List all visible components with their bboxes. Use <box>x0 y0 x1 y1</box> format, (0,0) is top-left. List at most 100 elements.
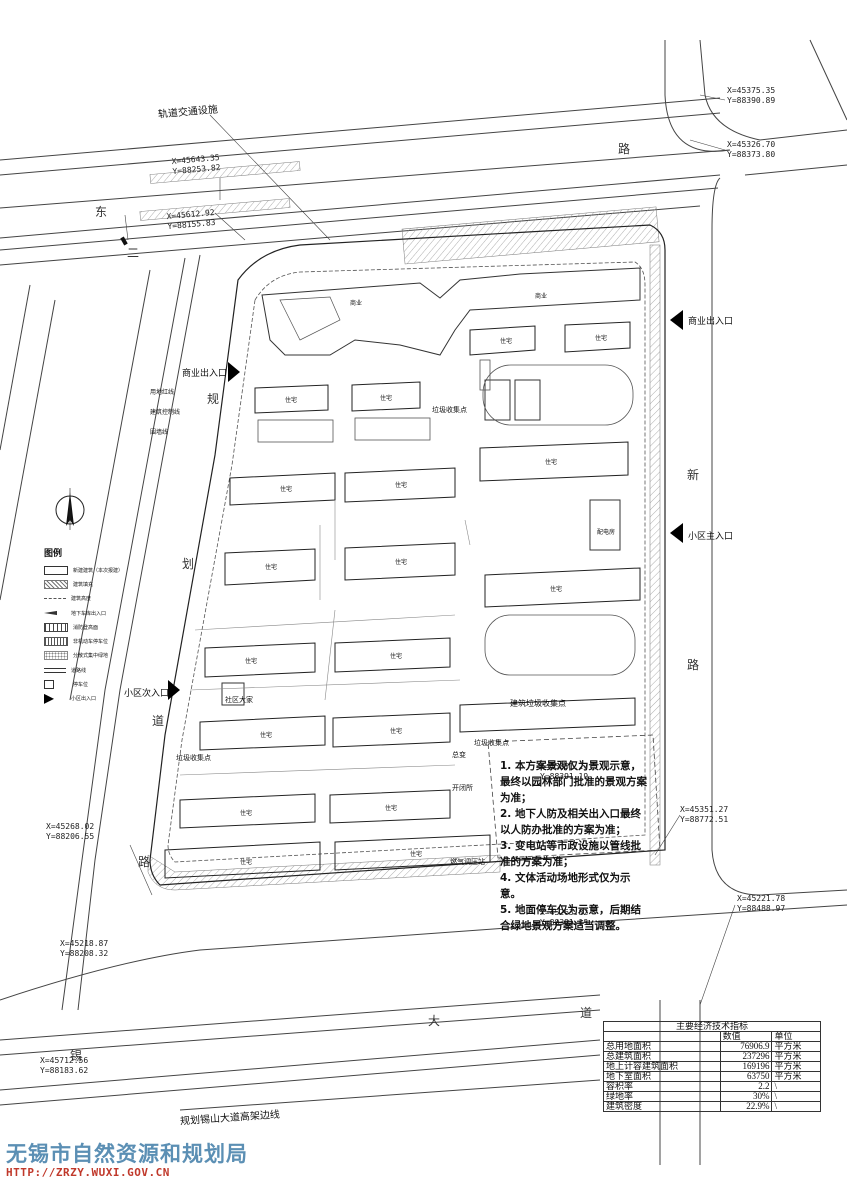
internal-road <box>167 261 646 863</box>
east-perimeter-hatch <box>649 244 661 866</box>
commercial-label: 商业 <box>350 300 363 307</box>
building-label: 住宅 <box>385 805 398 812</box>
building-label: 住宅 <box>280 486 293 493</box>
road-name-north-char: 路 <box>618 142 631 156</box>
residential-buildings <box>164 321 641 879</box>
table-header: 数值 <box>719 1031 773 1042</box>
commercial-entrance-label: 商业出入口 <box>688 317 734 327</box>
building-label: 住宅 <box>395 482 408 489</box>
outline-swatch-icon <box>44 565 68 575</box>
line-swatch-icon <box>44 598 66 600</box>
legend-item: 消防登高面 <box>44 620 130 634</box>
note-item: 5. 地面停车仅为示意，后期结合绿地景观方案适当调整。 <box>500 904 641 932</box>
building-label: 住宅 <box>545 459 558 466</box>
road-name-west-char: 规 <box>207 392 220 406</box>
dots-swatch-icon <box>44 651 68 661</box>
legend-item: 建筑填充 <box>44 577 130 591</box>
west-side-label: 用地红线 <box>150 389 175 396</box>
facility-label: 垃圾收集点 <box>432 406 467 414</box>
road-name-west-char: 道 <box>152 714 165 728</box>
fire-swatch-icon <box>44 622 68 632</box>
building-label: 住宅 <box>390 653 403 660</box>
building-label: 住宅 <box>285 397 298 404</box>
building-label: 住宅 <box>380 395 393 402</box>
triangle-swatch-icon <box>44 693 54 704</box>
site-boundary <box>149 224 666 886</box>
legend-item: 地下车库出入口 <box>44 606 130 620</box>
building-label: 住宅 <box>245 658 258 665</box>
facility-label: 垃圾收集点 <box>474 739 509 747</box>
building-label: 住宅 <box>595 335 608 342</box>
commercial-entrance-label: 商业出入口 <box>182 369 228 379</box>
west-road <box>0 254 201 1011</box>
commercial-podium-inner <box>279 296 341 341</box>
commercial-label: 商业 <box>535 293 548 300</box>
road-name-north-char: 二 <box>127 246 140 260</box>
facility-label: 总变 <box>452 751 466 759</box>
building-label: 住宅 <box>500 338 513 345</box>
legend-title: 图例 <box>44 549 63 559</box>
parking-swatch-icon <box>44 680 54 690</box>
table-header-row: 数值 单位 <box>603 1031 821 1042</box>
rail-hatch-strip <box>139 198 291 221</box>
note-item: 4. 文体活动场地形式仅为示意。 <box>500 872 631 900</box>
table-header: 单位 <box>771 1031 821 1042</box>
facility-label: 社区大家 <box>225 696 253 704</box>
table-header <box>603 1031 721 1042</box>
west-side-label: 围墙线 <box>150 429 169 436</box>
table-caption: 主要经济技术指标 <box>603 1021 821 1032</box>
legend-item: 小区出入口 <box>44 692 130 706</box>
hatch-swatch-icon <box>44 579 68 589</box>
building-label: 住宅 <box>240 810 253 817</box>
legend-item: 停车位 <box>44 677 130 691</box>
northeast-road <box>664 39 847 850</box>
site-corner-markers <box>120 236 128 246</box>
legend-item: 道路线 <box>44 663 130 677</box>
commercial-podium <box>261 267 641 356</box>
rail-hatch-strip <box>149 161 301 184</box>
road-swatch-icon <box>44 667 66 673</box>
building-label: 住宅 <box>550 586 563 593</box>
road-name-north-char: 东 <box>95 205 108 219</box>
organization-name: 无锡市自然资源和规划局 <box>6 1141 248 1166</box>
organization-url[interactable]: HTTP://ZRZY.WUXI.GOV.CN <box>6 1166 170 1179</box>
building-label: 住宅 <box>265 564 278 571</box>
facility-label: 建筑垃圾收集点 <box>510 699 566 708</box>
table-caption-row: 主要经济技术指标 <box>603 1021 821 1032</box>
road-name-east-char: 新 <box>687 468 700 482</box>
notes-box-border <box>487 734 661 859</box>
north-perimeter-hatch <box>401 206 660 265</box>
facility-label: 配电房 <box>597 529 616 536</box>
south-perimeter-hatch <box>147 854 501 891</box>
coord-leaders <box>124 94 736 1006</box>
community-secondary-entrance-label: 小区次入口 <box>124 689 170 699</box>
entrance-markers <box>168 310 683 700</box>
legend-item: 新建建筑（本次报建） <box>44 563 130 577</box>
legend-item: 分散式集中绿地 <box>44 649 130 663</box>
building-label: 住宅 <box>390 728 403 735</box>
activity-fields <box>257 359 636 676</box>
road-name-west-char: 划 <box>182 557 195 571</box>
road-name-west-char: 路 <box>138 855 151 869</box>
note-item: 1. 本方案景观仅为景观示意，最终以园林部门批准的景观方案为准； <box>500 760 647 804</box>
north-arrow <box>55 488 85 530</box>
building-label: 住宅 <box>240 859 253 866</box>
design-notes: 1. 本方案景观仅为景观示意，最终以园林部门批准的景观方案为准； 2. 地下人防… <box>500 758 650 934</box>
